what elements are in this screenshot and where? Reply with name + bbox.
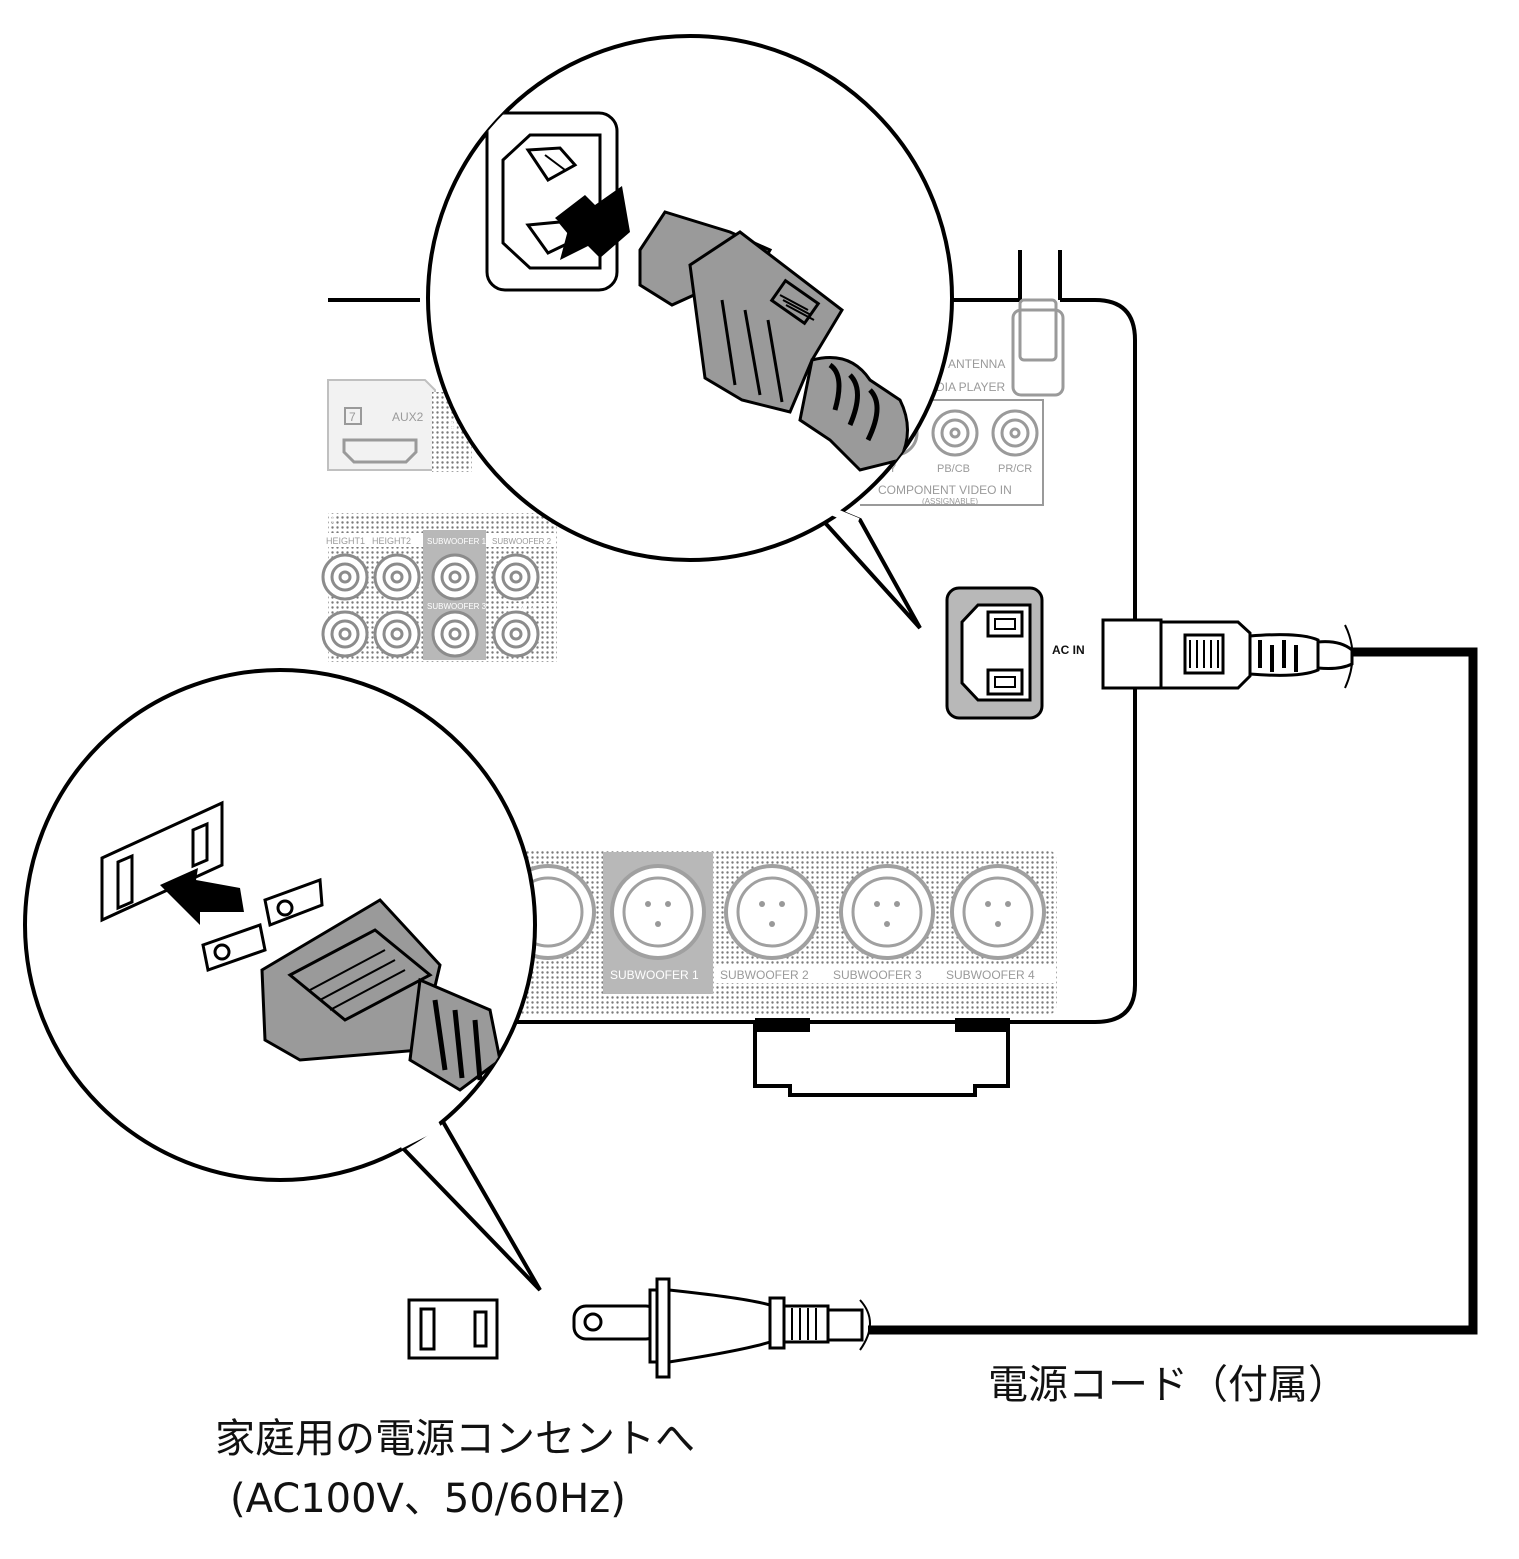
insert-arrow-icon	[160, 868, 244, 925]
plug-closeup	[201, 877, 502, 1092]
rca-jack	[431, 610, 479, 658]
rca-jack	[373, 553, 421, 601]
rca-jack	[492, 610, 540, 658]
power-cord-caption: 電源コード（付属）	[988, 1362, 1348, 1408]
jack-y-label: Y	[889, 463, 897, 475]
xlr-label-sw3: SUBWOOFER 3	[833, 968, 922, 982]
rca-jack	[492, 553, 540, 601]
iec-cord-connector	[1101, 618, 1354, 690]
wall-outlet-closeup	[100, 800, 224, 923]
assignable-label: (ASSIGNABLE)	[922, 497, 978, 506]
plug-callout	[23, 668, 542, 1292]
xlr-jack	[724, 864, 820, 960]
power-cord	[868, 647, 1478, 1335]
component-video-label: COMPONENT VIDEO IN	[878, 483, 1012, 497]
iec-inlet-closeup	[485, 111, 619, 292]
pre-out-block: T HEIGHT1 HEIGHT2 SUBWOOFER 1 SUBWOOFER …	[321, 513, 564, 662]
pre-out-label-height2: HEIGHT2	[372, 536, 411, 546]
hdmi-number-label: 7	[349, 410, 356, 424]
xlr-jack	[610, 864, 706, 960]
iec-callout	[426, 34, 954, 630]
xlr-jack	[839, 864, 935, 960]
antenna-terminal	[1011, 298, 1065, 397]
jack-pr-label: PR/CR	[998, 463, 1032, 475]
hdmi-port	[342, 438, 418, 464]
pre-out-label-sw4: SUBWOOFER 4	[504, 602, 564, 611]
pre-out-label-sw1: SUBWOOFER 1	[427, 537, 487, 546]
media-player-label: MEDIA PLAYER	[918, 380, 1005, 394]
xlr-label-sw4: SUBWOOFER 4	[946, 968, 1035, 982]
fm-antenna-label: FM ANTENNA	[928, 357, 1005, 371]
wall-outlet	[407, 1298, 499, 1360]
receiver-feet	[755, 1018, 1010, 1032]
rca-jack	[321, 610, 369, 658]
rca-jack	[431, 553, 479, 601]
xlr-label-sw1: SUBWOOFER 1	[610, 968, 699, 982]
ac-in-label: AC IN	[1052, 643, 1085, 657]
pre-out-label-height1: HEIGHT1	[326, 536, 365, 546]
hdmi-aux-label: AUX2	[392, 410, 424, 424]
jack-pb	[931, 409, 979, 457]
iec-plug-closeup	[638, 210, 909, 472]
rca-jack	[373, 610, 421, 658]
component-video-panel	[860, 399, 1044, 506]
pre-out-label-sw3: SUBWOOFER 3	[427, 602, 487, 611]
ac-plug	[572, 1277, 871, 1379]
jack-pr	[991, 409, 1039, 457]
xlr-label-sw2: SUBWOOFER 2	[720, 968, 809, 982]
insert-arrow-icon	[555, 186, 630, 260]
xlr-jack	[950, 864, 1046, 960]
rca-jack	[321, 553, 369, 601]
ac-inlet	[945, 586, 1044, 720]
outlet-caption-line1: 家庭用の電源コンセントへ	[215, 1416, 695, 1462]
svg-text:T: T	[330, 515, 336, 525]
jack-pb-label: PB/CB	[937, 463, 970, 475]
xlr-block: SUBWOOFER 1 SUBWOOFER 2 SUBWOOFER 3 SUBW…	[500, 850, 1057, 1015]
outlet-caption-line2: (AC100V、50/60Hz)	[230, 1476, 626, 1522]
pre-out-label-sw2: SUBWOOFER 2	[492, 537, 552, 546]
